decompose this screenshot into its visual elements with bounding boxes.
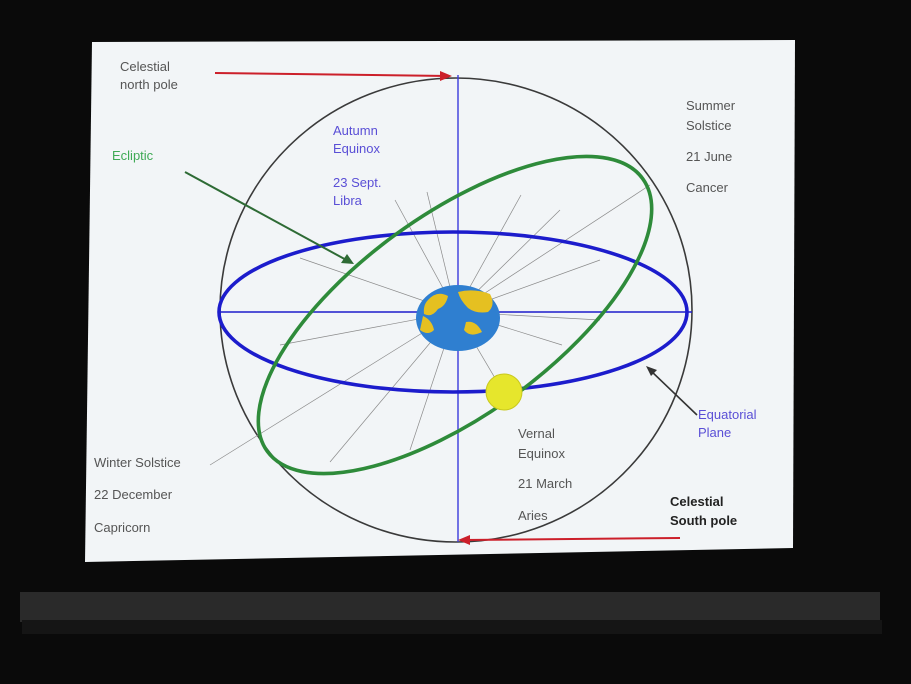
equatorial-plane-ring — [217, 230, 689, 394]
equatorial-pointer-head — [646, 366, 657, 376]
south-pole-arrowhead — [458, 535, 470, 545]
label-vernal-date: 21 March — [518, 476, 573, 491]
screen-shadow — [22, 620, 882, 634]
label-winter-date: 22 December — [94, 487, 173, 502]
label-north-pole: Celestial north pole — [120, 59, 178, 92]
north-pole-arrowhead — [440, 71, 452, 81]
equatorial-pointer — [649, 369, 698, 416]
ecliptic-pointer-head — [341, 254, 354, 264]
label-vernal-equinox: Vernal Equinox — [518, 426, 565, 461]
label-summer-sign: Cancer — [686, 180, 728, 195]
ecliptic-pointer — [184, 171, 351, 263]
north-pole-arrow — [214, 72, 449, 77]
label-ecliptic: Ecliptic — [112, 148, 154, 163]
label-winter-sign: Capricorn — [94, 520, 151, 535]
label-autumn-date: 23 Sept. Libra — [333, 175, 382, 208]
label-summer-solstice: Summer Solstice — [686, 98, 736, 133]
sun-icon — [485, 373, 523, 411]
earth-globe — [416, 285, 500, 351]
label-summer-date: 21 June — [686, 149, 733, 164]
label-south-pole: Celestial South pole — [670, 494, 738, 528]
label-winter-solstice: Winter Solstice — [94, 455, 181, 470]
label-autumn-equinox: Autumn Equinox — [333, 123, 380, 156]
screen-bottom-bar — [20, 592, 880, 622]
label-vernal-sign: Aries — [518, 508, 548, 523]
south-pole-arrow — [461, 537, 681, 541]
label-equatorial-plane: Equatorial Plane — [698, 407, 757, 440]
